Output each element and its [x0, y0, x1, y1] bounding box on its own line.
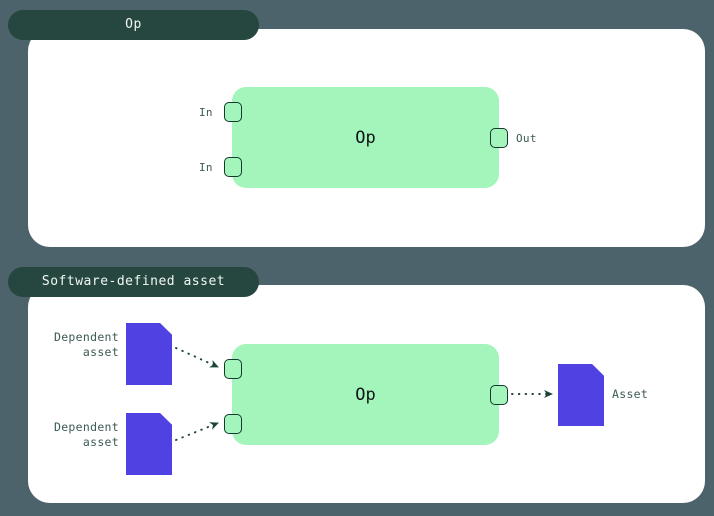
panel-tab-op[interactable]: Op: [8, 10, 259, 40]
port-in-1-bottom[interactable]: [224, 359, 242, 379]
label-dependent-asset-2: Dependent asset: [53, 420, 119, 449]
op-node-bottom[interactable]: Op: [232, 344, 499, 445]
port-in-1-top[interactable]: [224, 102, 242, 122]
document-icon-dependent-asset-2[interactable]: [126, 413, 172, 475]
panel-tab-software-defined-asset[interactable]: Software-defined asset: [8, 267, 259, 297]
port-label-out-1: Out: [516, 132, 537, 145]
label-output-asset: Asset: [612, 387, 649, 401]
document-icon-output-asset[interactable]: [558, 364, 604, 426]
document-icon-dependent-asset-1[interactable]: [126, 323, 172, 385]
port-label-in-2: In: [199, 161, 213, 174]
op-node-top[interactable]: Op: [232, 87, 499, 188]
label-dependent-asset-1: Dependent asset: [53, 330, 119, 359]
port-out-1-top[interactable]: [490, 128, 508, 148]
port-label-in-1: In: [199, 106, 213, 119]
port-in-2-top[interactable]: [224, 157, 242, 177]
op-node-label: Op: [355, 384, 376, 405]
port-in-2-bottom[interactable]: [224, 414, 242, 434]
port-out-1-bottom[interactable]: [490, 385, 508, 405]
op-node-label: Op: [355, 127, 376, 148]
